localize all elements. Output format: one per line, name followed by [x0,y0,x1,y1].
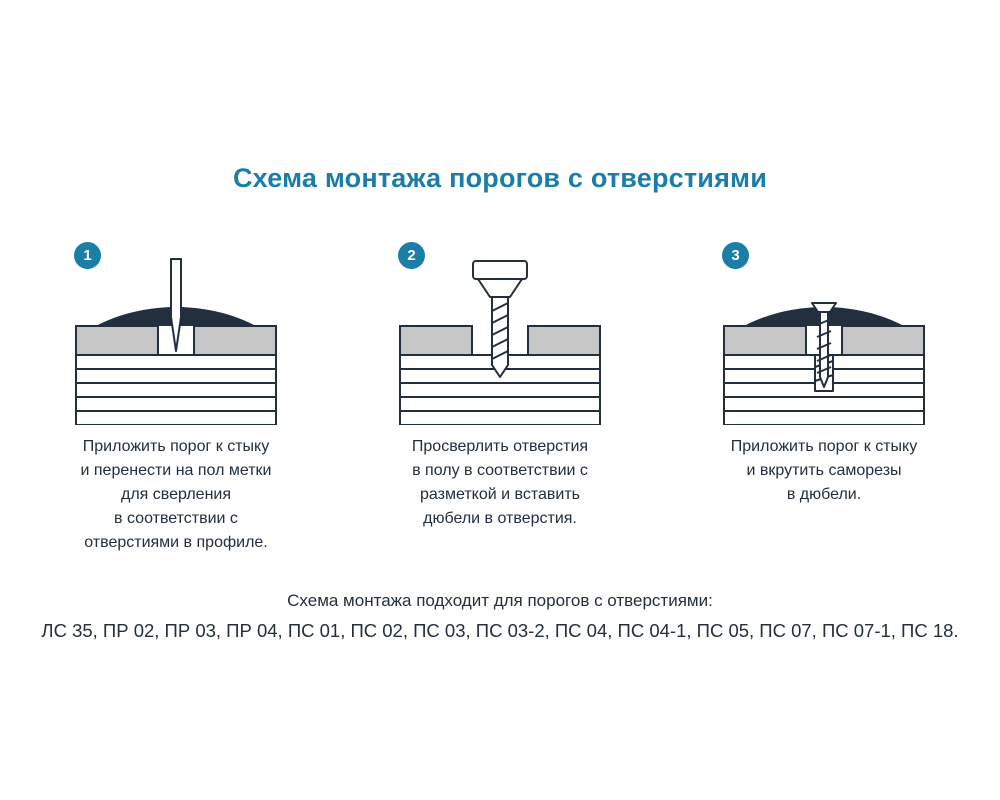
step-1-number-badge: 1 [74,242,101,269]
footer-models-list: ЛС 35, ПР 02, ПР 03, ПР 04, ПС 01, ПС 02… [41,620,959,641]
floor [399,354,601,425]
step-2: 2 [356,242,644,555]
step-3-caption: Приложить порог к стыку и вкрутить самор… [730,438,918,503]
step-1: 1 При [32,242,320,555]
flooring-blocks [723,325,925,356]
step-3: 3 [680,242,968,555]
awl-marking-icon [75,258,277,425]
step-1-caption: Приложить порог к стыку и перенести на п… [80,438,272,551]
screw-into-dowel-icon [723,302,925,425]
flooring-blocks [399,325,601,356]
awl-icon [170,258,182,352]
step-2-caption: Просверлить отверстия в полу в соответст… [411,438,589,527]
floor [75,354,277,425]
step-2-illustration [356,255,644,425]
footer-intro: Схема монтажа подходит для порогов с отв… [287,591,713,610]
page-title: Схема монтажа порогов с отверстиями [232,163,768,193]
screw-icon [811,302,837,388]
step-2-number-badge: 2 [398,242,425,269]
step-1-illustration [32,255,320,425]
step-3-illustration [680,255,968,425]
drill-icon [399,260,601,425]
step-3-number-badge: 3 [722,242,749,269]
steps-row: 1 При [0,242,1000,555]
footer: Схема монтажа подходит для порогов с отв… [0,591,1000,642]
drill-bit [472,260,528,378]
